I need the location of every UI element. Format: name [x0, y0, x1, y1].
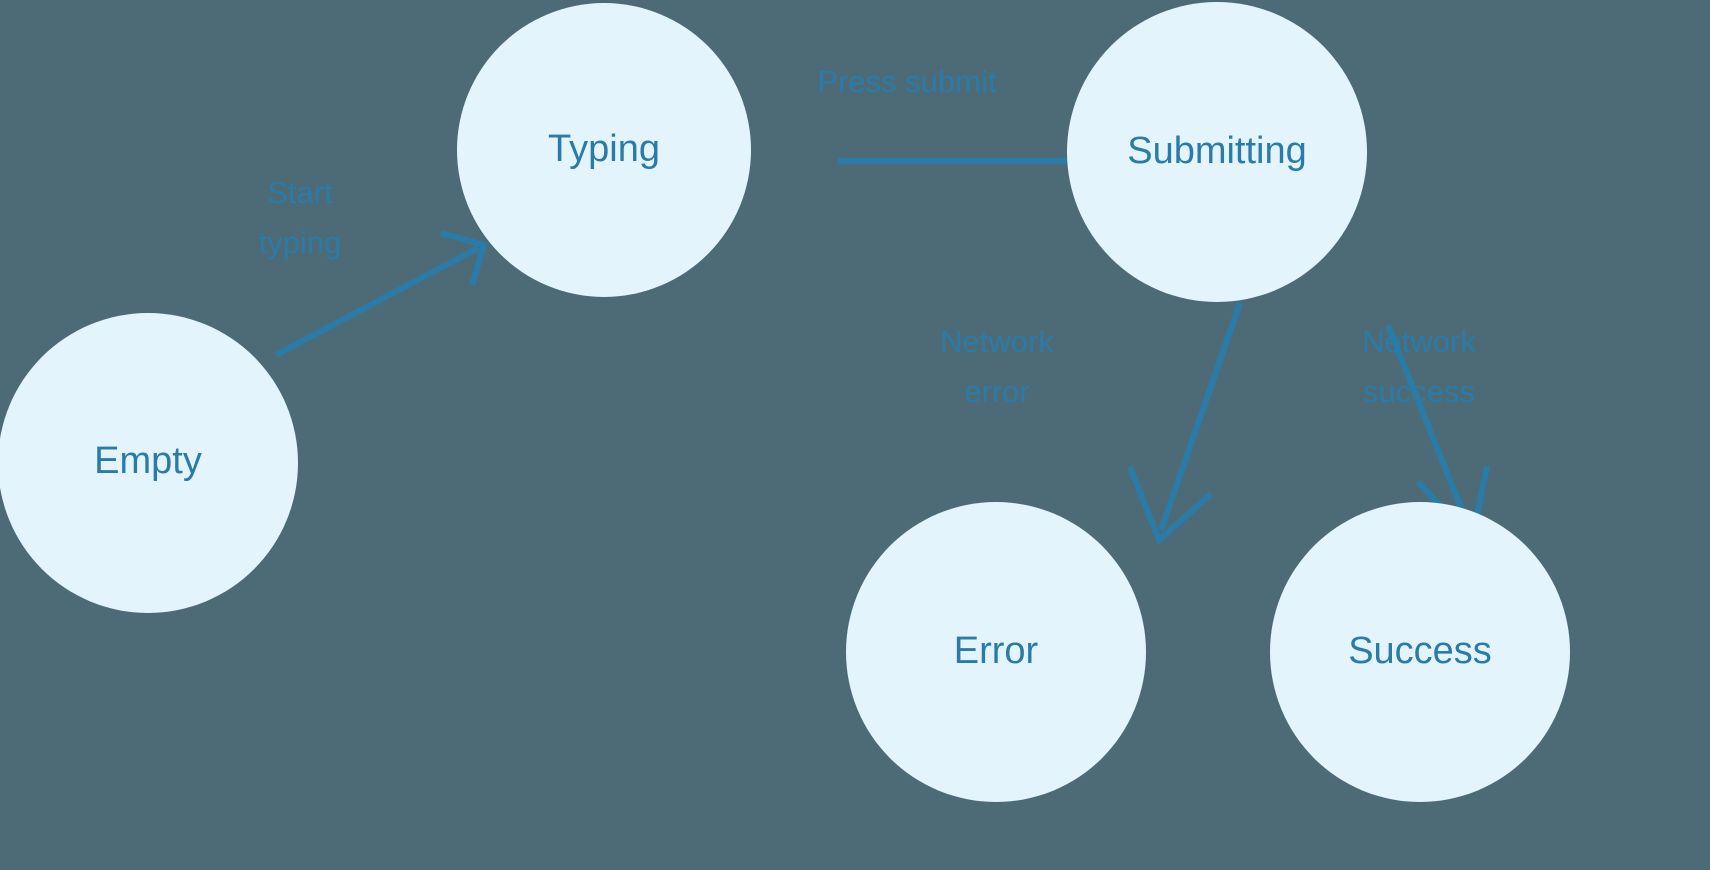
- state-node-success[interactable]: Success: [1270, 502, 1570, 802]
- edge-label-empty-to-typing-line-2: typing: [259, 225, 342, 260]
- edge-empty-to-typing-arrowhead: [440, 230, 488, 286]
- state-node-empty-label: Empty: [94, 440, 202, 482]
- state-node-success-label: Success: [1348, 630, 1492, 672]
- edge-label-submitting-to-success-line-2: success: [1363, 374, 1475, 409]
- edge-label-submitting-to-error-line-2: error: [964, 374, 1029, 409]
- edge-label-typing-to-submitting-line-1: Press submit: [817, 64, 997, 99]
- edge-label-empty-to-typing: Start typing: [259, 175, 342, 260]
- edge-submitting-to-success-line: [1385, 323, 1473, 532]
- state-node-submitting[interactable]: Submitting: [1067, 2, 1367, 302]
- state-node-typing-circle[interactable]: [457, 3, 751, 297]
- edge-label-submitting-to-success-line-1: Network: [1362, 324, 1476, 359]
- state-node-submitting-circle[interactable]: [1067, 2, 1367, 302]
- state-node-empty-circle[interactable]: [0, 313, 298, 613]
- state-node-typing-label: Typing: [548, 128, 660, 170]
- edge-submitting-to-error: [1127, 302, 1243, 546]
- edge-submitting-to-error-line: [1158, 302, 1243, 531]
- state-node-error-circle[interactable]: [846, 502, 1146, 802]
- edge-label-submitting-to-error-line-1: Network: [940, 324, 1054, 359]
- state-node-success-circle[interactable]: [1270, 502, 1570, 802]
- edge-label-typing-to-submitting: Press submit: [817, 64, 997, 99]
- state-node-error[interactable]: Error: [846, 502, 1146, 802]
- state-node-submitting-label: Submitting: [1127, 130, 1307, 172]
- edge-empty-to-typing-line: [274, 245, 480, 358]
- edge-submitting-to-error-arrowhead: [1127, 465, 1213, 546]
- edge-label-empty-to-typing-line-1: Start: [267, 175, 333, 210]
- state-node-error-label: Error: [954, 630, 1039, 672]
- state-node-empty[interactable]: Empty: [0, 313, 298, 613]
- state-node-typing[interactable]: Typing: [457, 3, 751, 297]
- edge-label-submitting-to-success: Network success: [1362, 324, 1476, 409]
- edge-empty-to-typing: [274, 230, 488, 358]
- edge-label-submitting-to-error: Network error: [940, 324, 1054, 409]
